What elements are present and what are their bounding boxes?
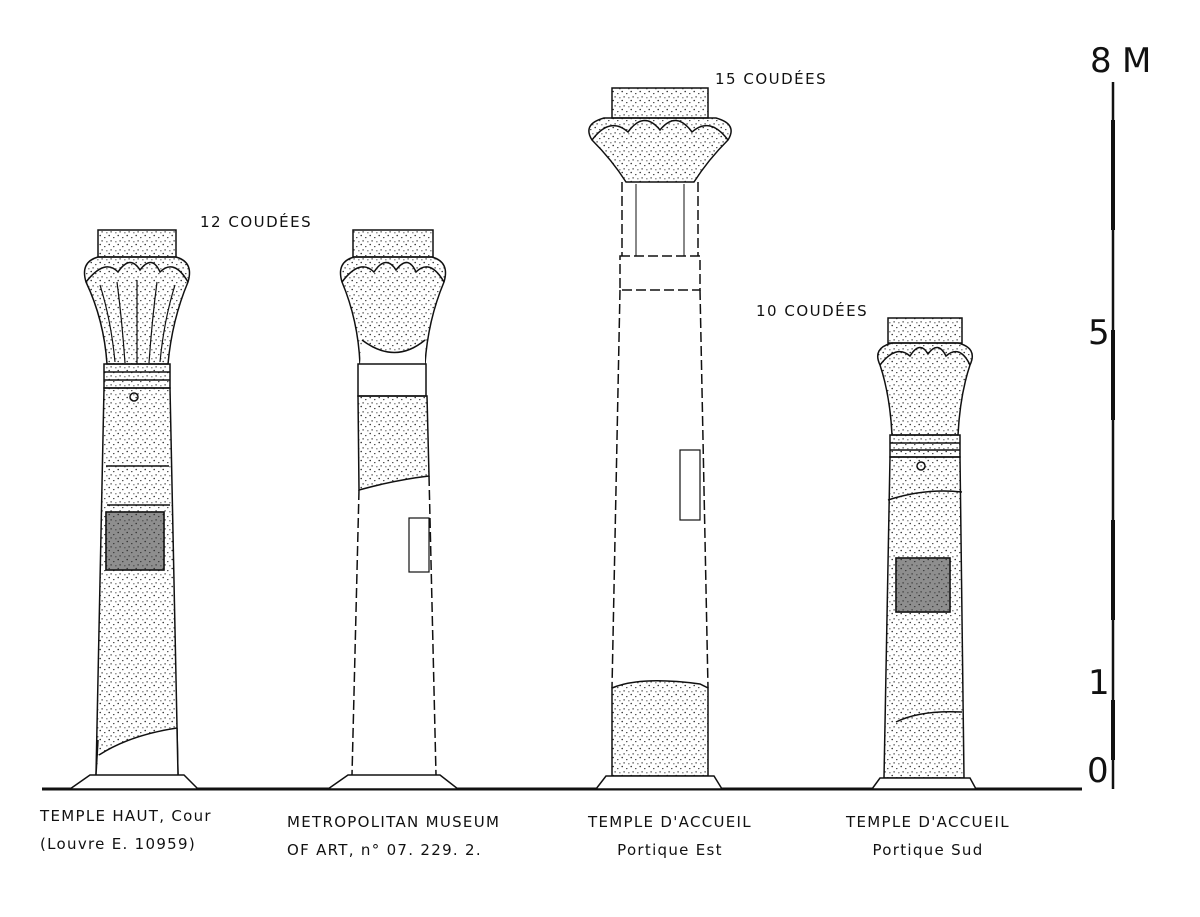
height-label-10: 10 COUDÉES (756, 302, 869, 320)
caption-line-2: Portique Sud (872, 841, 984, 859)
caption-column-4: TEMPLE D'ACCUEIL Portique Sud (833, 808, 1023, 864)
scale-label-5: 5 (1088, 313, 1110, 353)
height-label-12: 12 COUDÉES (200, 213, 313, 231)
scale-label-0: 0 (1087, 751, 1109, 791)
column-temple-accueil-sud (870, 317, 978, 790)
caption-column-1: TEMPLE HAUT, Cour (Louvre E. 10959) (40, 802, 212, 858)
caption-line-2: OF ART, n° 07. 229. 2. (287, 841, 482, 859)
height-label-15: 15 COUDÉES (715, 70, 828, 88)
column-temple-haut (67, 229, 200, 790)
caption-line-1: TEMPLE D'ACCUEIL (588, 813, 752, 831)
scale-label-8: 8 (1090, 41, 1112, 81)
scale-label-1: 1 (1088, 663, 1110, 703)
caption-line-2: Portique Est (617, 841, 723, 859)
caption-column-3: TEMPLE D'ACCUEIL Portique Est (575, 808, 765, 864)
caption-line-2: (Louvre E. 10959) (40, 835, 197, 853)
scale-unit: M (1122, 41, 1152, 81)
column-metropolitan (325, 229, 461, 790)
caption-line-1: TEMPLE D'ACCUEIL (846, 813, 1010, 831)
caption-line-1: TEMPLE HAUT, Cour (40, 807, 212, 825)
caption-line-1: METROPOLITAN MUSEUM (287, 813, 501, 831)
caption-column-2: METROPOLITAN MUSEUM OF ART, n° 07. 229. … (287, 808, 500, 864)
column-temple-accueil-est (588, 87, 732, 790)
